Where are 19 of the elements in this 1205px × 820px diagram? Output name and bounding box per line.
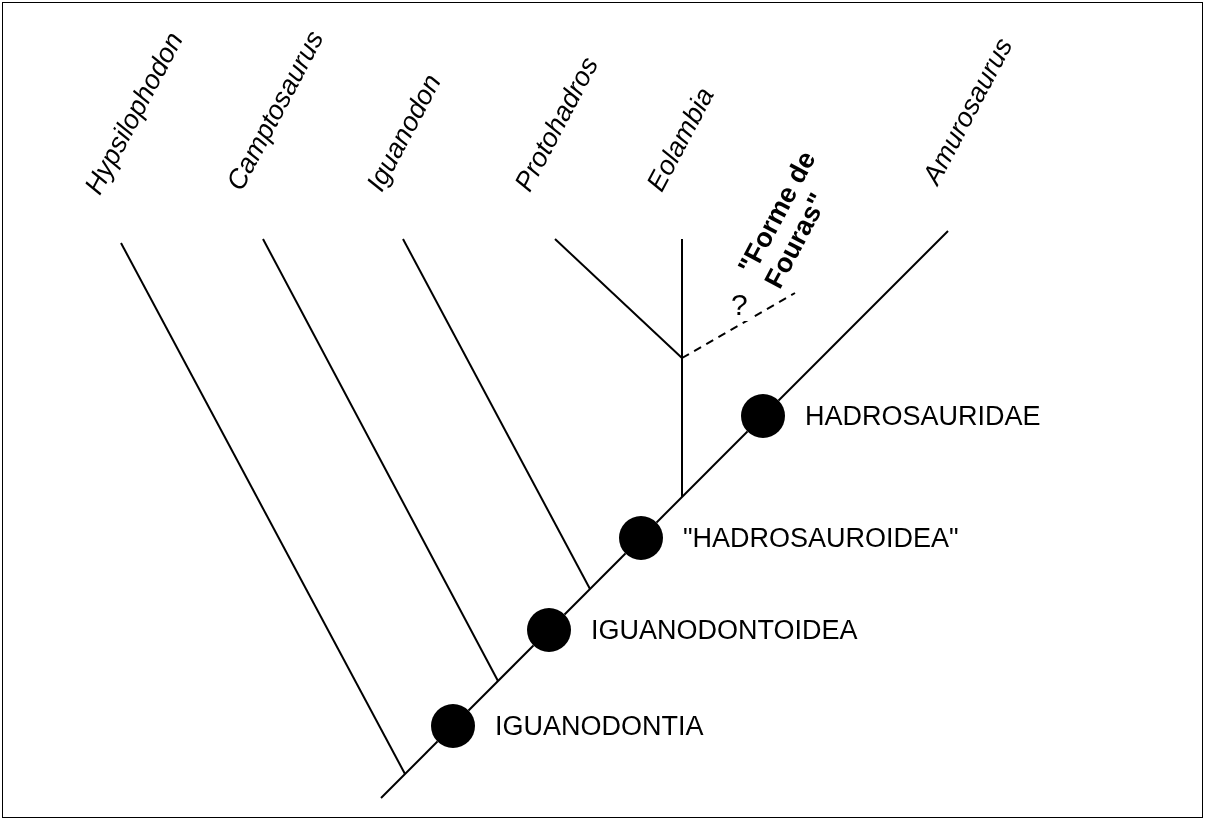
branch-line (681, 238, 683, 498)
dashed-branch-line (681, 292, 796, 359)
branch-line (467, 644, 535, 712)
branch-line (402, 238, 591, 590)
clade-label: IGUANODONTIA (495, 711, 704, 741)
branch-line (120, 242, 406, 775)
branch-line (380, 740, 439, 799)
clade-dot (431, 704, 475, 748)
clade-dot (619, 516, 663, 560)
branch-line (563, 552, 627, 616)
clade-dot (741, 394, 785, 438)
clade-label: "HADROSAUROIDEA" (683, 523, 959, 553)
branch-line (655, 430, 749, 524)
branch-line (777, 230, 949, 402)
clade-dot (527, 608, 571, 652)
clade-label: HADROSAURIDAE (805, 401, 1041, 431)
branch-line (554, 238, 683, 359)
clade-label: IGUANODONTOIDEA (591, 615, 858, 645)
branch-line (262, 238, 499, 682)
